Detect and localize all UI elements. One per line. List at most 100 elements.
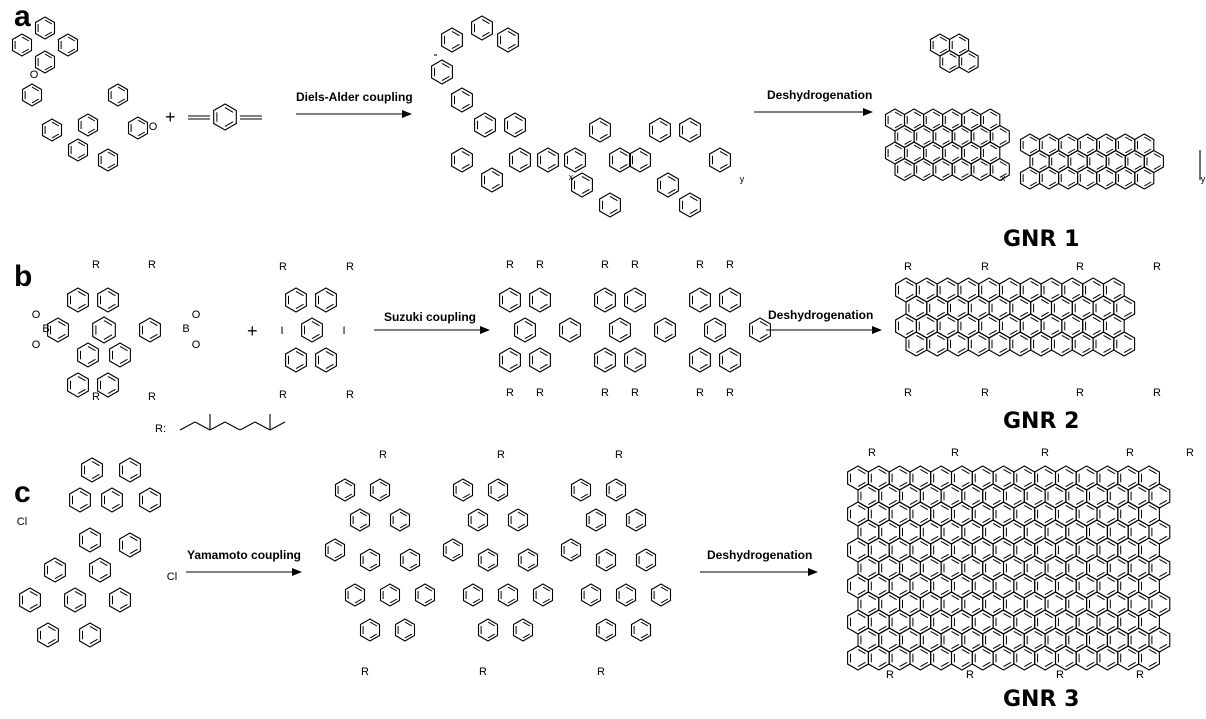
double-bond [1024,481,1033,488]
double-bond [1055,499,1064,506]
double-bond [988,293,997,300]
double-bond [1086,540,1095,547]
double-bond [1148,540,1157,547]
double-bond [899,625,908,632]
double-bond [497,481,506,487]
polymer-c-ring [595,618,617,642]
polymer-b-ring [514,317,536,343]
double-bond [472,586,481,592]
double-bond [899,576,908,583]
double-bond [359,511,368,517]
double-bond [899,553,908,560]
double-bond [1144,181,1152,187]
double-bond [1034,643,1043,650]
double-bond [1003,540,1012,547]
double-bond [1086,481,1095,488]
double-bond [1034,522,1043,529]
double-bond [939,36,948,42]
r-substituent: R [506,387,514,399]
plus-sign-b: + [247,321,258,341]
double-bond [47,638,56,645]
double-bond [1077,153,1085,158]
double-bond [1153,153,1161,158]
double-bond [1148,517,1157,524]
double-bond [1096,522,1105,529]
double-bond [1067,136,1076,142]
double-bond [1096,558,1105,565]
monomer-c-ring [37,622,59,648]
double-bond [369,563,378,569]
double-bond [1075,594,1084,601]
monomer-a-ring [97,148,119,172]
polymer-c-ring [394,618,416,642]
polyphenylene-a-ring [451,87,473,113]
double-bond [129,548,138,555]
double-bond [1103,298,1112,305]
r-substituent: R [726,259,734,271]
double-bond [909,486,918,493]
double-bond [1039,153,1047,158]
double-bond [507,598,516,604]
double-bond [334,541,343,547]
double-bond [409,563,418,569]
polymer-c-ring [414,583,436,607]
double-bond [968,293,977,300]
double-bond [581,188,590,195]
double-bond [369,633,378,639]
double-bond [547,163,556,170]
double-bond [1061,334,1070,341]
double-bond [634,363,643,370]
oxygen-atom-b4: O [192,339,201,351]
polymer-b-ring [654,317,676,343]
double-bond [920,589,929,596]
polymer-c-ring [625,508,647,532]
double-bond [1075,607,1084,614]
boron-atom-2: B [182,323,189,335]
double-bond [968,329,977,336]
double-bond [930,535,939,542]
double-bond [1107,661,1116,668]
r-substituent: R [904,387,912,399]
double-bond [1055,535,1064,542]
double-bond [1086,612,1095,619]
double-bond [497,493,506,499]
double-bond [399,511,408,517]
double-bond [645,551,654,557]
double-bond [1044,625,1053,632]
oxygen-atom-1: O [30,69,39,81]
double-bond [44,19,53,25]
double-bond [939,48,948,54]
double-bond [947,316,956,323]
double-bond [857,625,866,632]
double-bond [451,43,460,50]
double-bond [988,329,997,336]
double-bond [1086,648,1095,655]
double-bond [604,303,613,310]
double-bond [942,140,950,145]
double-bond [1003,625,1012,632]
polymer-c-ring [560,538,582,562]
oxygen-atom-b3: O [192,309,201,321]
polyphenylene-a-ring [599,192,621,218]
double-bond [1113,293,1122,300]
double-bond [404,621,413,627]
double-bond [441,62,450,69]
double-bond [1138,558,1147,565]
double-bond [634,290,643,297]
double-bond [295,303,304,310]
double-bond [89,625,98,632]
double-bond [930,558,939,565]
double-bond [1123,334,1132,341]
double-bond [923,173,931,178]
double-bond [961,504,970,511]
double-bond [958,36,967,42]
double-bond [570,553,579,559]
boron-atom-1: B [42,323,49,335]
double-bond [1113,316,1122,323]
double-bond [1105,148,1114,154]
double-bond [1044,661,1053,668]
double-bond [107,388,116,395]
double-bond [894,156,903,162]
double-bond [640,621,649,627]
diiodo-ring [285,347,307,373]
